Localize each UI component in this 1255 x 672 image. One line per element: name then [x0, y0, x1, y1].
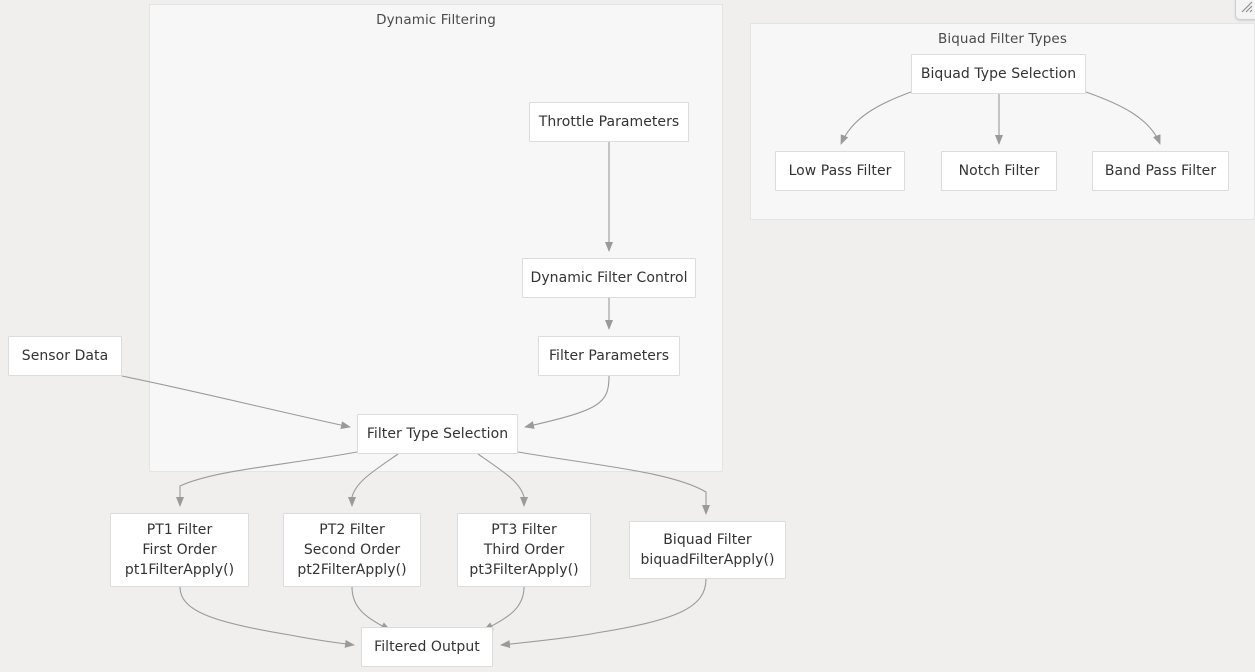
node-label-line: Second Order: [303, 541, 401, 558]
node-label-line: Filter Parameters: [548, 347, 670, 364]
edge-pt3-to-output: [483, 586, 525, 631]
node-dynamic-filter-control[interactable]: Dynamic Filter Control: [522, 258, 696, 298]
node-sensor-data[interactable]: Sensor Data: [8, 336, 122, 376]
node-label-line: Third Order: [483, 541, 565, 558]
node-label-line: pt1FilterApply(): [124, 562, 235, 579]
node-low-pass-filter[interactable]: Low Pass Filter: [775, 151, 905, 191]
node-label-line: Filtered Output: [374, 638, 480, 655]
subgraph-title-biquad-filter-types: Biquad Filter Types: [938, 31, 1067, 47]
node-notch-filter[interactable]: Notch Filter: [941, 151, 1057, 191]
edge-biquad-to-output: [500, 578, 707, 649]
node-throttle-parameters[interactable]: Throttle Parameters: [529, 102, 689, 142]
node-label-line: PT2 Filter: [319, 521, 385, 538]
edge-pt1-to-output: [179, 586, 355, 648]
resize-corner-icon: [1240, 0, 1254, 13]
node-biquad-type-selection[interactable]: Biquad Type Selection: [911, 54, 1086, 94]
node-label-line: pt3FilterApply(): [469, 562, 579, 579]
node-label-line: Sensor Data: [21, 347, 109, 364]
node-label-line: Biquad Type Selection: [920, 65, 1077, 82]
subgraph-dynamic-filtering: Dynamic Filtering: [149, 4, 723, 472]
node-label-line: First Order: [142, 541, 217, 558]
node-filtered-output[interactable]: Filtered Output: [361, 627, 493, 667]
node-filter-type-selection[interactable]: Filter Type Selection: [357, 414, 518, 454]
node-label-line: Dynamic Filter Control: [530, 269, 688, 286]
node-label-line: pt2FilterApply(): [297, 562, 407, 579]
node-label-line: Notch Filter: [958, 162, 1040, 179]
node-label-line: Biquad Filter: [663, 531, 752, 548]
node-label-line: Band Pass Filter: [1104, 162, 1217, 179]
subgraph-title-dynamic-filtering: Dynamic Filtering: [376, 12, 496, 28]
node-filter-parameters[interactable]: Filter Parameters: [538, 336, 680, 376]
node-label-line: PT1 Filter: [146, 521, 213, 538]
node-band-pass-filter[interactable]: Band Pass Filter: [1092, 151, 1229, 191]
node-biquad-filter[interactable]: Biquad Filter biquadFilterApply(): [629, 521, 786, 579]
edge-pt2-to-output: [351, 586, 391, 631]
node-label-line: PT3 Filter: [491, 521, 557, 538]
resize-handle[interactable]: [1235, 0, 1255, 20]
node-label-line: Throttle Parameters: [538, 113, 680, 130]
node-label-line: biquadFilterApply(): [640, 552, 775, 568]
node-label-line: Filter Type Selection: [366, 425, 509, 442]
node-label-line: Low Pass Filter: [788, 162, 892, 179]
